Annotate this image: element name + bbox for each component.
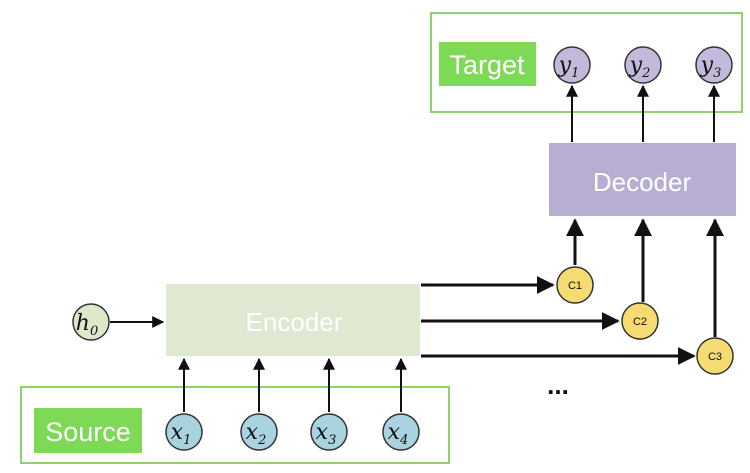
source-label: Source: [45, 417, 131, 447]
svg-text:h0: h0: [76, 311, 98, 339]
svg-text:y3: y3: [700, 53, 722, 81]
svg-text:x1: x1: [171, 420, 192, 448]
svg-text:y1: y1: [558, 53, 580, 81]
y1-node: y1: [553, 46, 591, 84]
x1-node: x1: [165, 413, 203, 451]
svg-text:C2: C2: [633, 316, 647, 328]
x2-node: x2: [240, 413, 278, 451]
svg-text:y2: y2: [629, 53, 651, 81]
source-frame: [20, 386, 450, 464]
encoder-label: Encoder: [246, 307, 343, 337]
x4-node: x4: [382, 413, 420, 451]
h0-node: h0: [72, 303, 110, 341]
c1-node: C1: [556, 266, 594, 304]
ellipsis: ...: [547, 370, 569, 400]
c3-node: C3: [696, 337, 734, 375]
encoder-block: [166, 284, 420, 356]
svg-text:x3: x3: [316, 420, 337, 448]
decoder-label: Decoder: [593, 167, 692, 197]
svg-text:C3: C3: [708, 351, 722, 363]
svg-text:C1: C1: [568, 280, 582, 292]
target-frame: [430, 12, 743, 113]
y2-node: y2: [624, 46, 662, 84]
c2-node: C2: [621, 302, 659, 340]
y3-node: y3: [695, 46, 733, 84]
decoder-block: [549, 143, 736, 216]
source-label-box: [34, 408, 142, 453]
svg-text:x4: x4: [388, 420, 409, 448]
target-label-box: [439, 42, 536, 86]
svg-text:x2: x2: [246, 420, 267, 448]
target-label: Target: [449, 50, 525, 80]
x3-node: x3: [310, 413, 348, 451]
